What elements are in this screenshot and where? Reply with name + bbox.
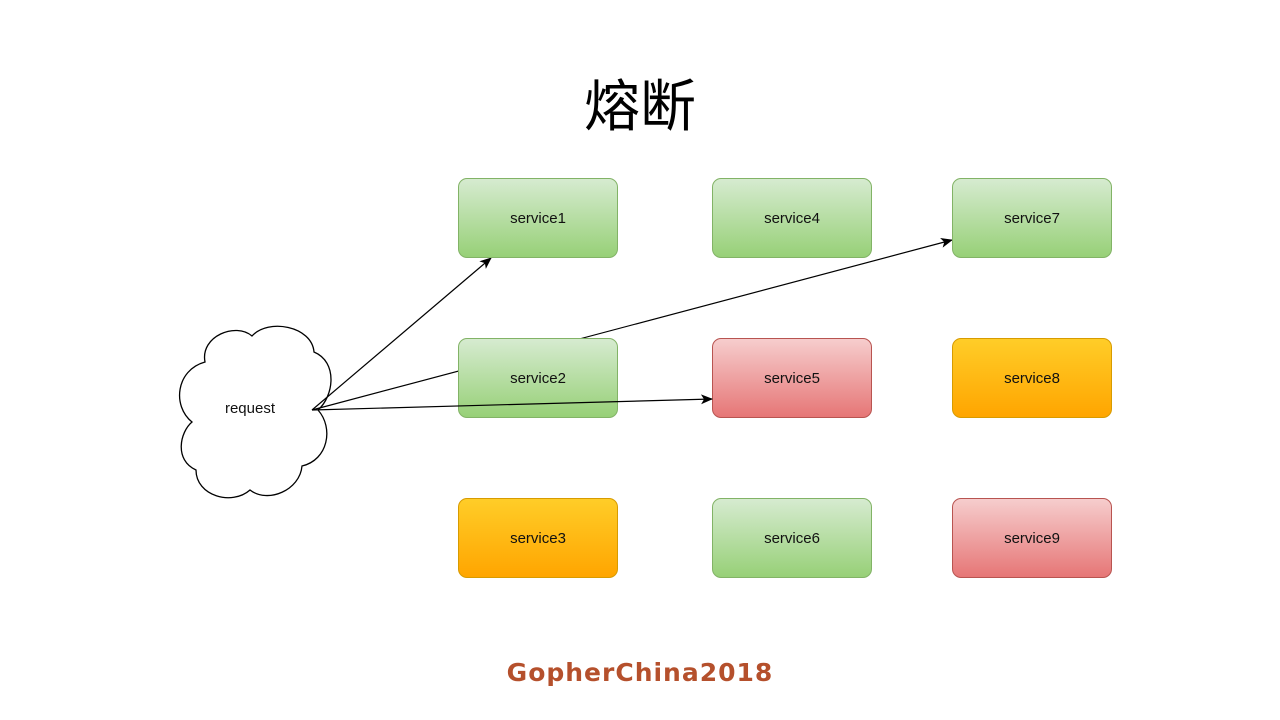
- arrow-request-to-service5: [311, 394, 713, 411]
- service4-node: service4: [712, 178, 872, 258]
- service3-node: service3: [458, 498, 618, 578]
- service9-node: service9: [952, 498, 1112, 578]
- service7-node: service7: [952, 178, 1112, 258]
- request-cloud: [178, 325, 332, 499]
- service5-node: service5: [712, 338, 872, 418]
- footer-brand: GopherChina2018: [506, 658, 774, 687]
- service1-node: service1: [458, 178, 618, 258]
- arrow-request-to-service1: [311, 257, 492, 411]
- slide-title: 熔断: [584, 75, 696, 140]
- arrow-request-to-service7: [311, 237, 953, 411]
- request-label: request: [224, 400, 276, 417]
- service8-node: service8: [952, 338, 1112, 418]
- service6-node: service6: [712, 498, 872, 578]
